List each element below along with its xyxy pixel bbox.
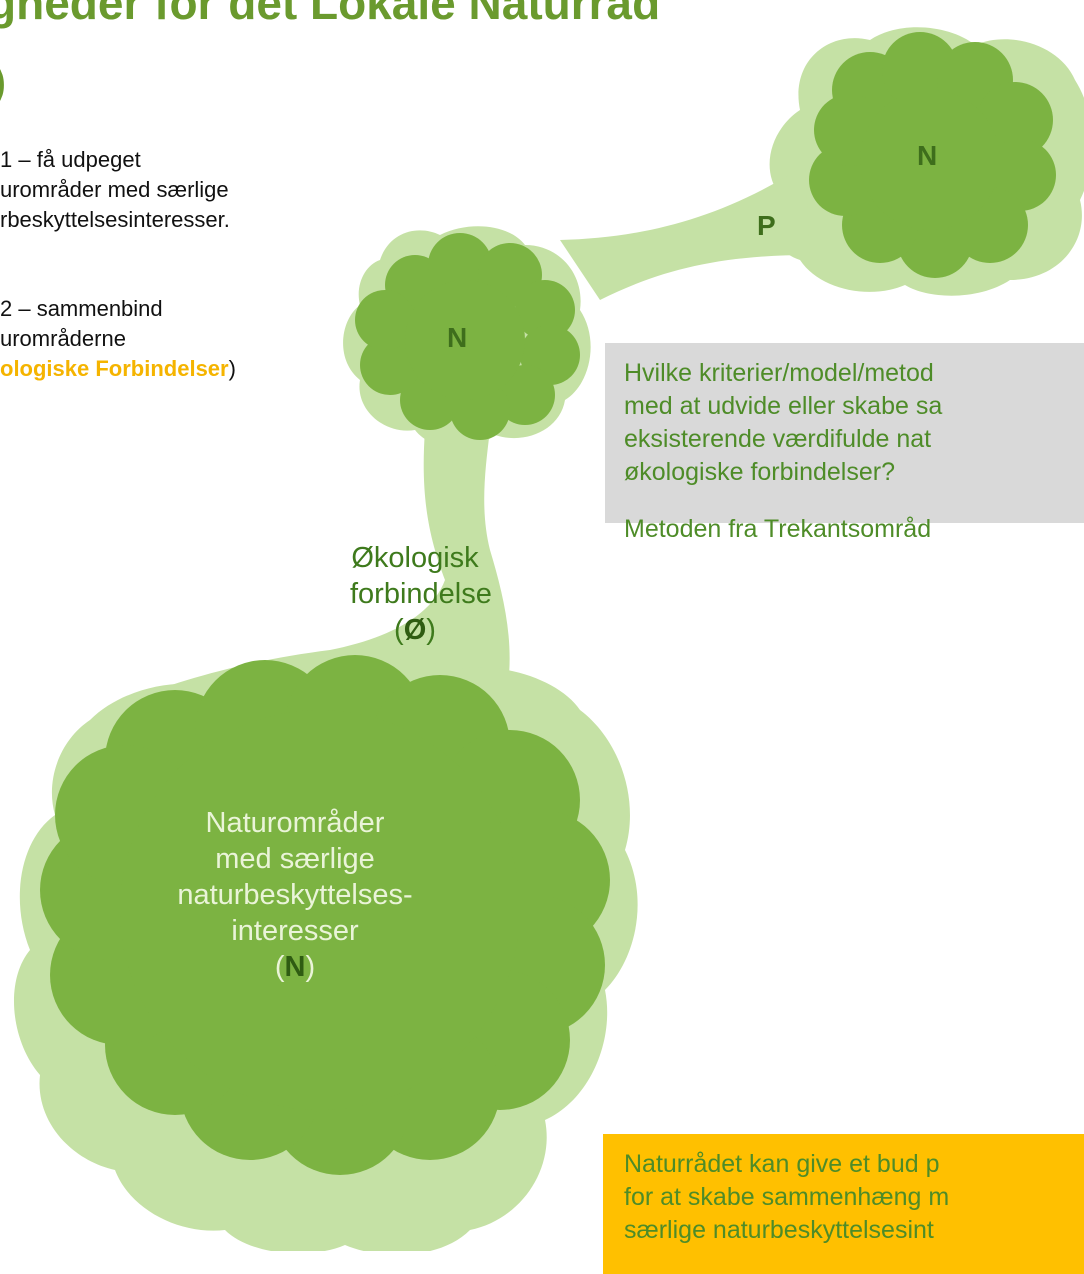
big-area-line-3: naturbeskyttelses- <box>177 879 413 911</box>
bid-line-3: særlige naturbeskyttelsesint <box>624 1216 934 1244</box>
eco-open-paren: ( <box>394 614 404 646</box>
eco-close-paren: ) <box>426 614 436 646</box>
phase-2-line-3: ologiske Forbindelser) <box>0 354 236 384</box>
big-area-line-4: interesser <box>231 915 359 947</box>
eco-corridor <box>130 430 510 720</box>
eco-symbol: (Ø) <box>350 612 480 648</box>
phase-1-line-2: urområder med særlige <box>0 177 229 202</box>
big-area-symbol-letter: N <box>284 951 306 983</box>
bid-line-1: Naturrådet kan give et bud p <box>624 1150 940 1178</box>
corridor-p <box>560 165 810 300</box>
big-area-cloud <box>40 655 610 1175</box>
question-line-2: med at udvide eller skabe sa <box>624 392 943 420</box>
eco-connection-label: Økologisk forbindelse (Ø) <box>350 540 492 648</box>
page-title: gheder for det Lokale Naturråd <box>0 0 661 29</box>
big-open-paren: ( <box>274 951 285 983</box>
top-area-label: N <box>917 140 938 171</box>
question-box <box>605 343 1084 523</box>
question-text: Hvilke kriterier/model/metod med at udvi… <box>624 357 942 546</box>
phase-2-close-paren: ) <box>228 356 236 381</box>
middle-area-cloud <box>355 233 580 440</box>
question-line-3: eksisterende værdifulde nat <box>624 425 932 453</box>
bid-text: Naturrådet kan give et bud p for at skab… <box>624 1148 949 1247</box>
big-area-label: Naturområder med særlige naturbeskyttels… <box>140 805 450 985</box>
eco-line-2: forbindelse <box>350 578 492 610</box>
phase-2-line-2: urområderne <box>0 326 126 351</box>
middle-area-label: N <box>447 322 468 353</box>
phase-2-line-1: 2 – sammenbind <box>0 296 163 321</box>
question-line-5: Metoden fra Trekantsområd <box>624 515 932 543</box>
top-area-cloud <box>809 32 1056 278</box>
title-paren-fragment: ) <box>0 58 6 106</box>
dark-green-clouds <box>40 32 1056 1175</box>
big-close-paren: ) <box>305 951 316 983</box>
question-line-1: Hvilke kriterier/model/metod <box>624 359 934 387</box>
bid-line-2: for at skabe sammenhæng m <box>624 1183 950 1211</box>
eco-symbol-letter: Ø <box>403 614 427 646</box>
question-line-4: økologiske forbindelser? <box>624 458 895 486</box>
phase-1-line-1: 1 – få udpeget <box>0 147 141 172</box>
phase-1-line-3: rbeskyttelsesinteresser. <box>0 207 230 232</box>
phase-1-text: 1 – få udpeget urområder med særlige rbe… <box>0 145 230 235</box>
eco-connections-highlight: ologiske Forbindelser <box>0 356 229 381</box>
big-area-line-1: Naturområder <box>205 807 385 839</box>
corridor-label: P <box>757 210 776 241</box>
phase-2-text: 2 – sammenbind urområderne ologiske Forb… <box>0 294 236 384</box>
eco-line-1: Økologisk <box>351 542 479 574</box>
big-area-line-2: med særlige <box>215 843 375 875</box>
big-area-symbol: (N) <box>140 949 450 985</box>
